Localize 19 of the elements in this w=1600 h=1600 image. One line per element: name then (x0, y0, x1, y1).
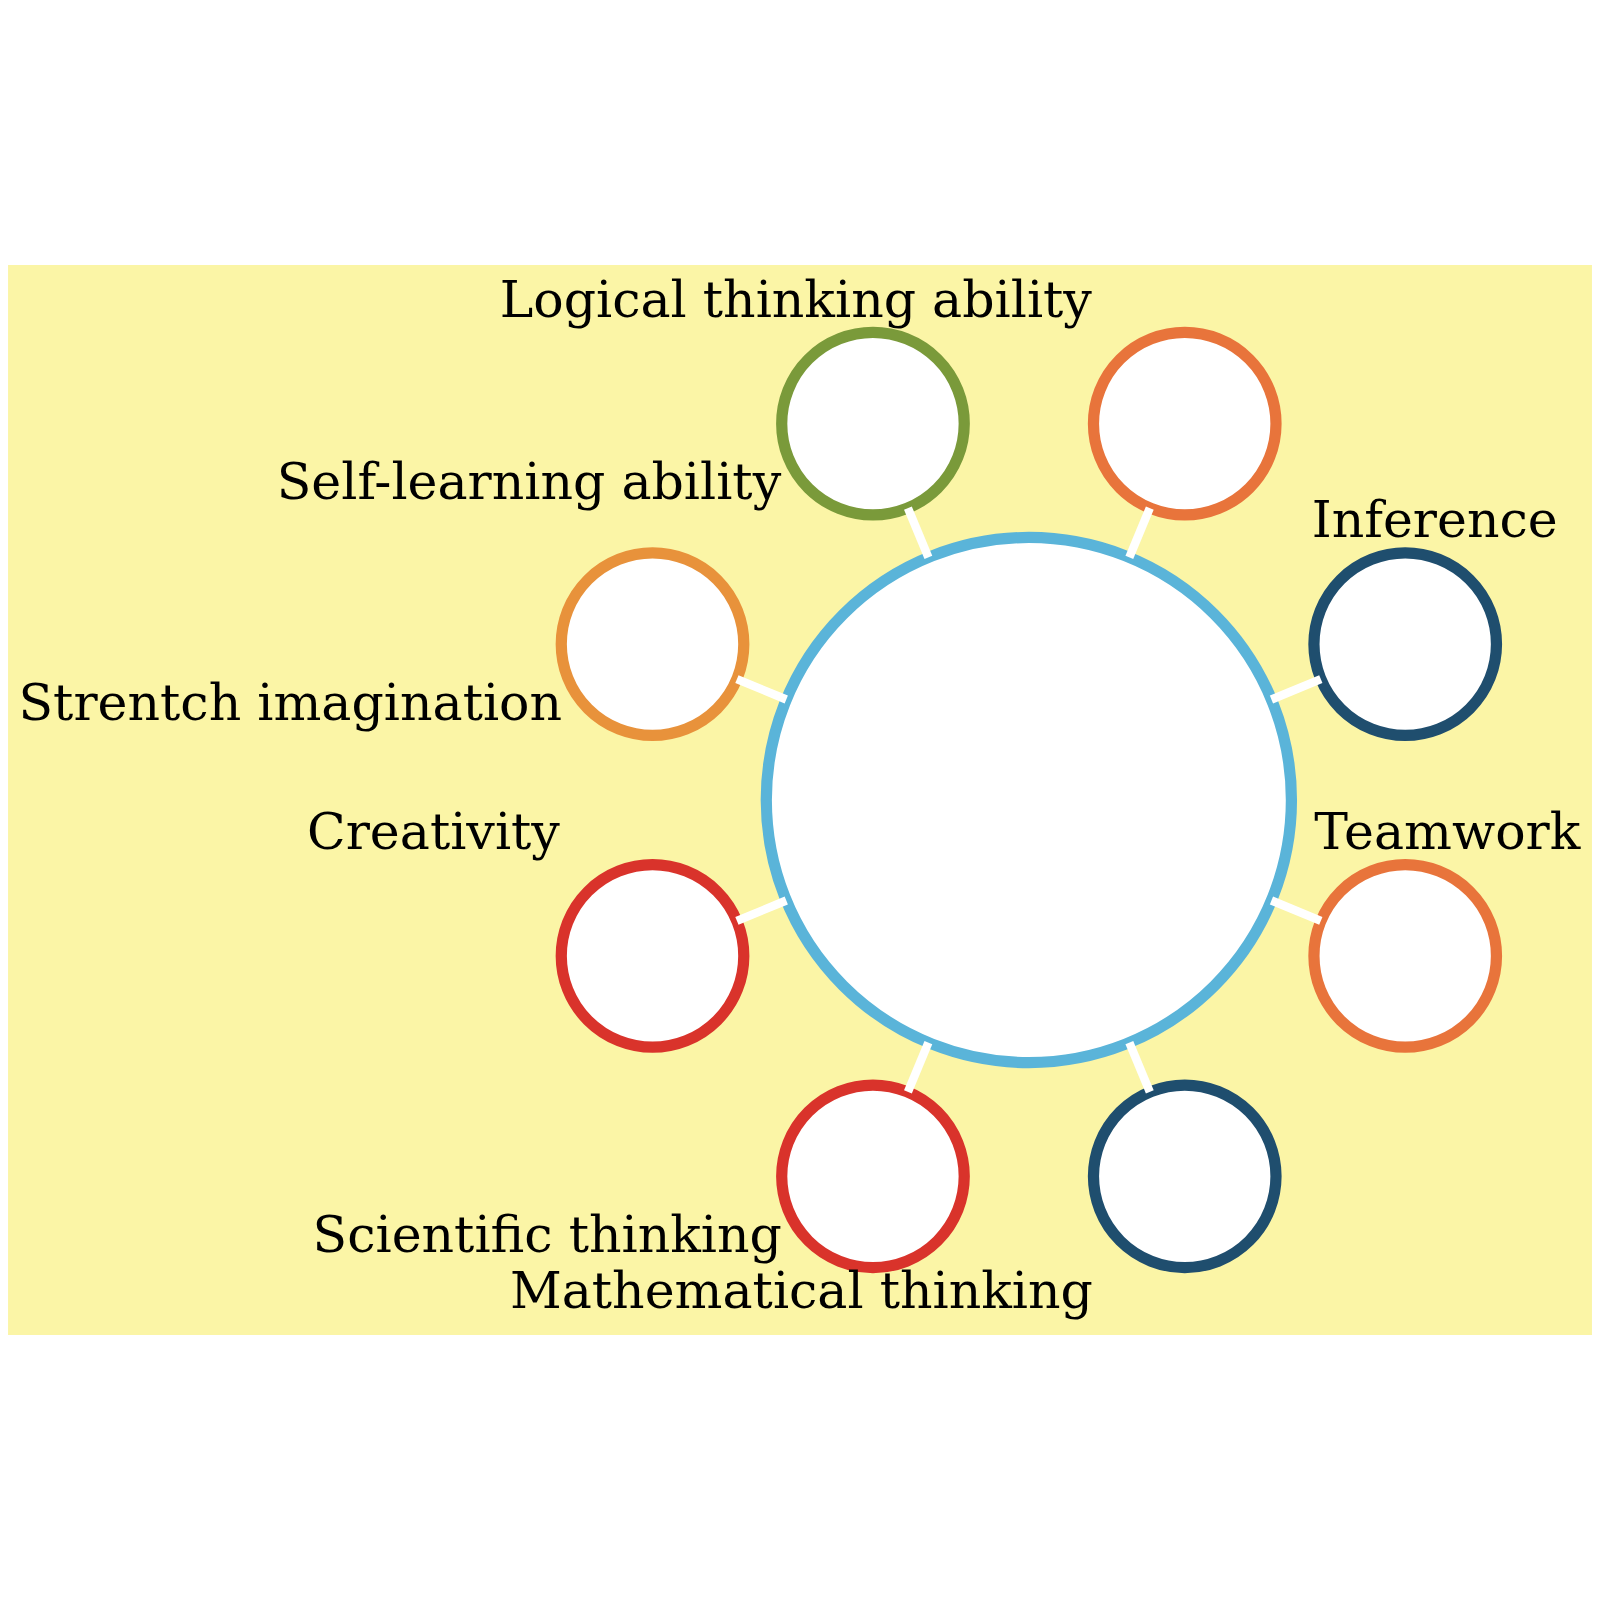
connector (1125, 1040, 1154, 1094)
node-circle (760, 531, 1298, 1069)
node-circle (555, 859, 750, 1053)
node-label: Strentch imagination (18, 672, 563, 732)
connector (735, 675, 788, 704)
node-label: Self-learning ability (276, 452, 782, 512)
node-label: Scientific thinking (312, 1204, 782, 1264)
connector (1125, 506, 1154, 560)
connector (904, 506, 933, 560)
node-circle (1308, 859, 1503, 1053)
connector (735, 896, 788, 925)
node-label: Logical thinking ability (499, 269, 1092, 329)
connector (1269, 896, 1323, 925)
node-label: Creativity (307, 801, 560, 861)
connector (904, 1040, 933, 1094)
connector (1269, 675, 1323, 704)
node-label: Inference (1311, 490, 1558, 550)
node-circle (1308, 547, 1503, 741)
node-label: Teamwork (1314, 801, 1581, 861)
